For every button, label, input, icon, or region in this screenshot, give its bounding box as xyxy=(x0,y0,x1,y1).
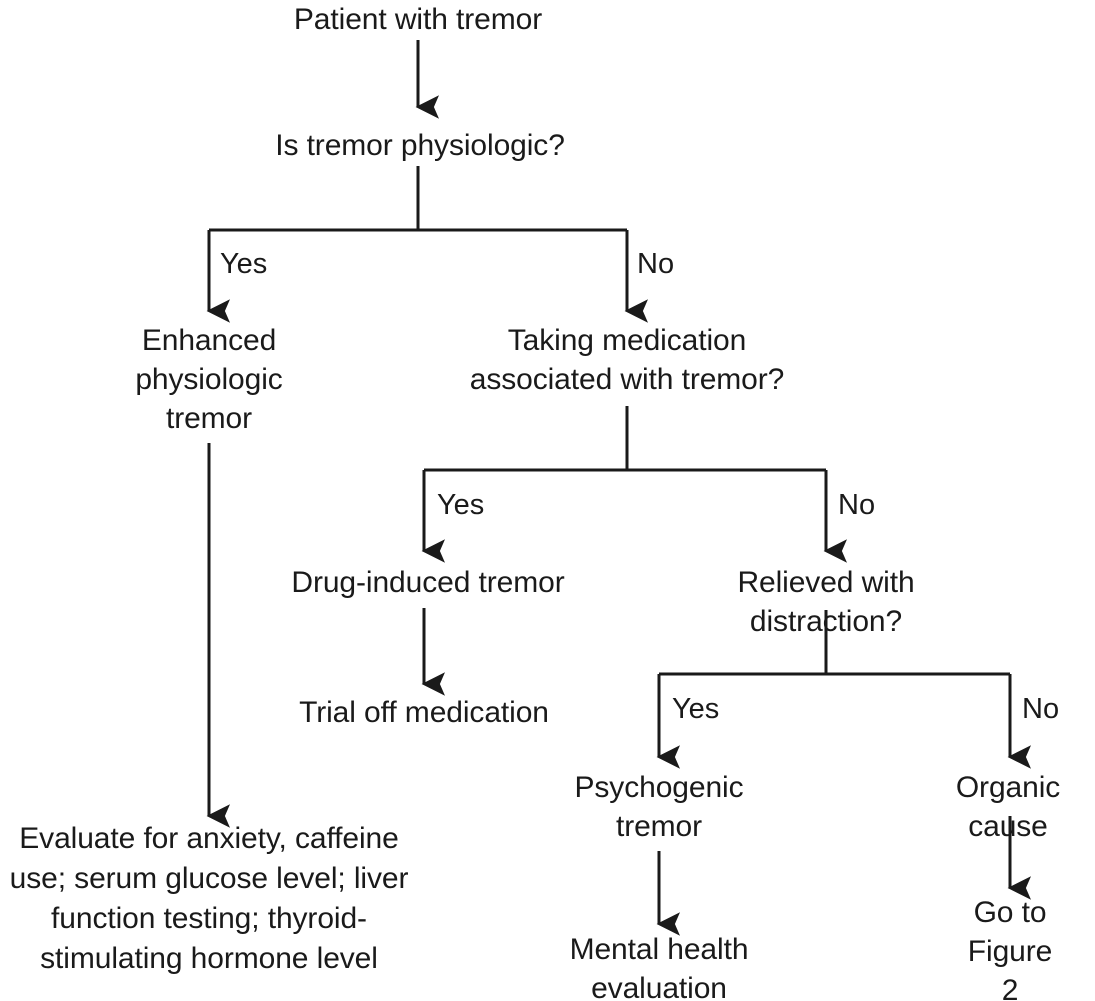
edge-label-distraction-no: No xyxy=(1022,693,1060,725)
node-is-tremor-physiologic: Is tremor physiologic? xyxy=(275,129,565,162)
node-start: Patient with tremor xyxy=(293,3,543,36)
edge-label-physiologic-no: No xyxy=(637,248,675,280)
node-evaluate-labs: Evaluate for anxiety, caffeine use; seru… xyxy=(9,822,409,975)
edge-label-medication-yes: Yes xyxy=(437,489,485,521)
edge-label-distraction-yes: Yes xyxy=(672,693,720,725)
node-enhanced-physiologic-tremor: Enhanced physiologic tremor xyxy=(135,324,283,435)
node-drug-induced-tremor: Drug-induced tremor xyxy=(291,566,565,599)
node-go-to-figure-2: Go to Figure 2 xyxy=(967,896,1053,1001)
node-trial-off-medication: Trial off medication xyxy=(299,696,549,729)
edge-label-physiologic-yes: Yes xyxy=(220,248,268,280)
node-psychogenic-tremor: Psychogenic tremor xyxy=(574,771,744,843)
node-organic-cause: Organic cause xyxy=(955,771,1061,843)
node-relieved-with-distraction: Relieved with distraction? xyxy=(737,566,915,638)
node-taking-medication: Taking medication associated with tremor… xyxy=(469,324,785,396)
node-mental-health-evaluation: Mental health evaluation xyxy=(569,933,749,1001)
edge-label-medication-no: No xyxy=(838,489,876,521)
